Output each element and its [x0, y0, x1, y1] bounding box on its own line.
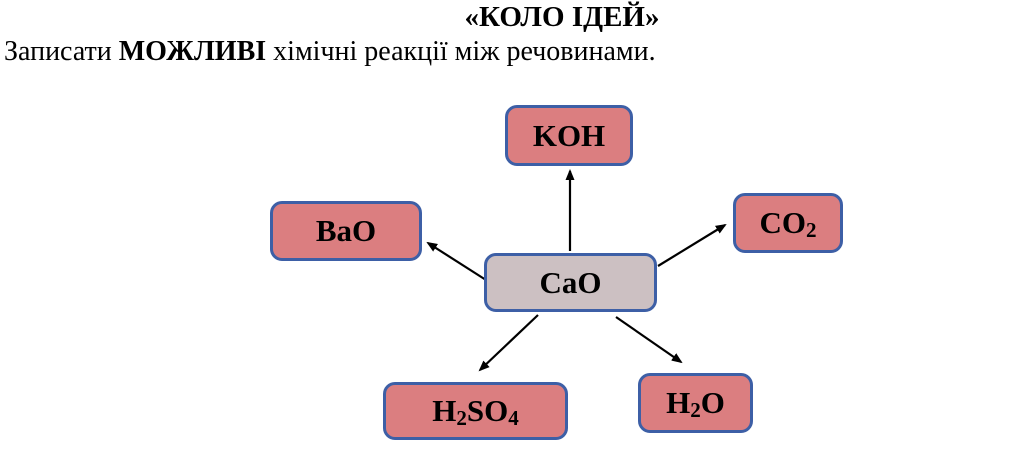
node-bao: BaO	[270, 201, 422, 261]
arrow-cao-to-co2	[657, 223, 727, 267]
arrow-cao-to-h2so4	[478, 314, 539, 372]
instruction-emphasis: МОЖЛИВІ	[118, 36, 267, 67]
arrow-cao-to-bao	[426, 241, 487, 281]
arrow-cao-to-h2o	[615, 316, 683, 364]
node-koh: KOH	[505, 105, 633, 166]
instruction-prefix: Записати	[4, 36, 119, 67]
task-instruction: Записати МОЖЛИВІ хімічні реакції між реч…	[4, 36, 656, 68]
page-title: «КОЛО ІДЕЙ»	[464, 1, 660, 33]
node-cao-center: CaO	[484, 253, 657, 312]
instruction-suffix: хімічні реакції між речовинами.	[266, 36, 656, 67]
